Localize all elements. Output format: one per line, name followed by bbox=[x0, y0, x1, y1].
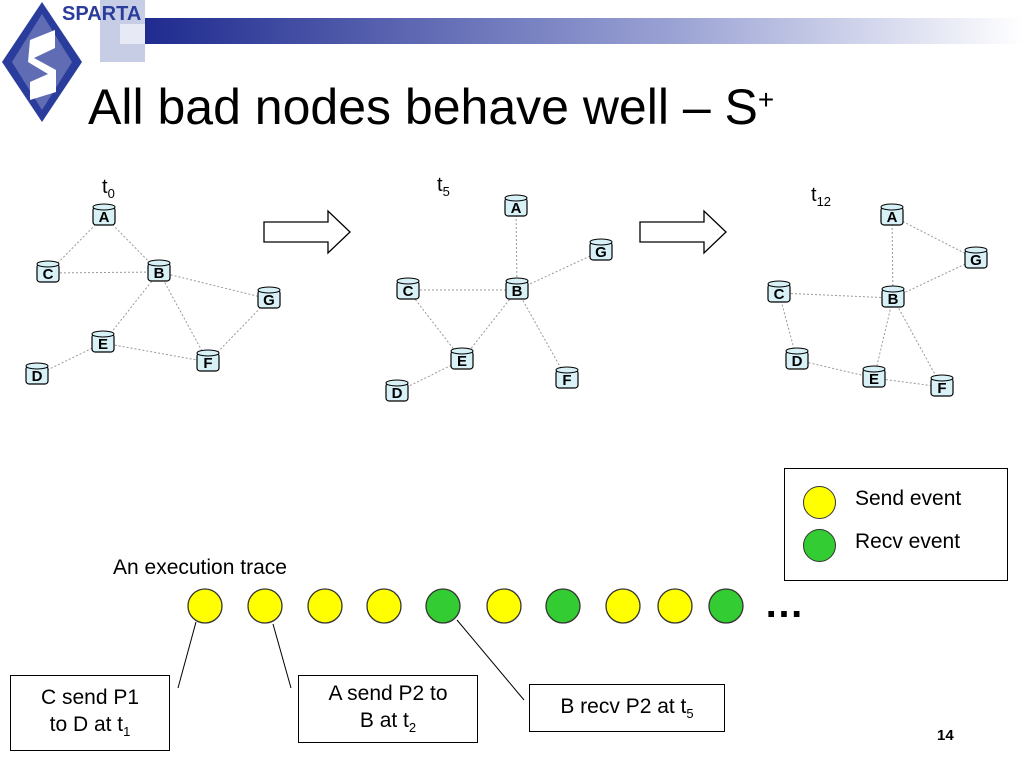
send-event-dot bbox=[486, 588, 522, 624]
graph-edge bbox=[461, 289, 518, 361]
graph-node-b: B bbox=[881, 285, 905, 308]
graph-edge bbox=[873, 297, 894, 379]
graph-edge bbox=[891, 215, 977, 260]
transition-arrow-icon bbox=[639, 209, 727, 255]
graph-node-f: F bbox=[196, 349, 220, 372]
graph-node-label: A bbox=[99, 209, 110, 226]
graph-node-f: F bbox=[555, 366, 579, 389]
graph-node-label: G bbox=[970, 252, 982, 269]
graph-edge bbox=[158, 271, 270, 300]
transition-arrow-icon bbox=[263, 209, 351, 255]
legend-recv-dot-icon bbox=[803, 529, 836, 562]
graph-node-e: E bbox=[450, 347, 474, 370]
recv-event-dot bbox=[708, 588, 744, 624]
graph-node-label: A bbox=[511, 200, 522, 217]
graph-node-label: D bbox=[32, 368, 43, 385]
annotation-a-send-p2: A send P2 to B at t2 bbox=[298, 675, 478, 743]
graph-edge bbox=[796, 359, 875, 379]
graph-edge bbox=[407, 289, 463, 361]
time-label-t0: t0 bbox=[102, 176, 115, 201]
graph-node-a: A bbox=[504, 194, 528, 217]
send-event-dot bbox=[247, 588, 283, 624]
graph-node-label: C bbox=[43, 266, 54, 283]
graph-node-label: E bbox=[869, 371, 879, 388]
graph-edge bbox=[47, 271, 160, 274]
graph-node-label: F bbox=[203, 355, 212, 372]
graph-node-b: B bbox=[505, 277, 529, 300]
graph-node-d: D bbox=[785, 347, 809, 370]
sparta-logo: SPARTA bbox=[2, 2, 141, 122]
send-event-dot bbox=[657, 588, 693, 624]
pointer-line bbox=[272, 623, 292, 689]
graph-edge bbox=[515, 206, 518, 291]
graph-node-g: G bbox=[589, 238, 613, 261]
graph-node-label: F bbox=[937, 380, 946, 397]
trace-label: An execution trace bbox=[113, 556, 287, 579]
legend: Send event Recv event bbox=[784, 468, 1008, 581]
graph-node-label: A bbox=[887, 209, 898, 226]
recv-event-dot bbox=[425, 588, 461, 624]
graph-node-d: D bbox=[25, 362, 49, 385]
graph-node-label: D bbox=[792, 353, 803, 370]
graph-node-label: G bbox=[595, 244, 607, 261]
send-event-dot bbox=[366, 588, 402, 624]
graph-edge bbox=[102, 271, 160, 344]
graph-node-label: C bbox=[403, 283, 414, 300]
graph-node-c: C bbox=[396, 277, 420, 300]
graph-node-label: E bbox=[98, 336, 108, 353]
graph-node-d: D bbox=[385, 379, 409, 402]
graph-node-f: F bbox=[930, 374, 954, 397]
trace-ellipsis: … bbox=[764, 582, 810, 626]
graph-node-label: C bbox=[774, 286, 785, 303]
graph-edge bbox=[516, 250, 602, 291]
send-event-dot bbox=[605, 588, 641, 624]
graph-node-a: A bbox=[92, 203, 116, 226]
graph-node-label: B bbox=[888, 291, 899, 308]
logo-text: SPARTA bbox=[62, 3, 141, 25]
legend-recv-label: Recv event bbox=[855, 530, 961, 553]
graph-node-label: D bbox=[392, 385, 403, 402]
header-decoration bbox=[100, 0, 1024, 62]
time-label-t12: t12 bbox=[811, 184, 832, 209]
annotation-b-recv-p2: B recv P2 at t5 bbox=[529, 684, 725, 732]
graph-node-g: G bbox=[257, 286, 281, 309]
graph-edge bbox=[102, 342, 209, 363]
graph-node-label: B bbox=[512, 283, 523, 300]
graph-edge bbox=[47, 215, 105, 274]
graph-edge bbox=[778, 292, 894, 299]
graph-node-b: B bbox=[147, 259, 171, 282]
time-label-t5: t5 bbox=[437, 174, 450, 199]
graph-edge bbox=[516, 289, 568, 380]
graph-node-label: F bbox=[562, 372, 571, 389]
graph-node-g: G bbox=[964, 246, 988, 269]
graph-node-label: G bbox=[263, 292, 275, 309]
graph-edge bbox=[892, 258, 977, 299]
graph-node-e: E bbox=[862, 365, 886, 388]
graph-node-label: B bbox=[154, 265, 165, 282]
annotation-c-send-p1: C send P1 to D at t1 bbox=[10, 675, 170, 751]
graph-node-a: A bbox=[880, 203, 904, 226]
graph-edge bbox=[891, 215, 894, 299]
legend-send-dot-icon bbox=[803, 486, 836, 519]
legend-send-label: Send event bbox=[855, 487, 962, 510]
send-event-dot bbox=[307, 588, 343, 624]
graph-node-label: E bbox=[457, 353, 467, 370]
graph-node-e: E bbox=[91, 330, 115, 353]
network-graphs: A C B G E F D A G C B E F D A G C B D E F bbox=[25, 194, 988, 402]
pointer-line bbox=[177, 621, 197, 689]
logo-diamond-icon bbox=[2, 2, 82, 122]
graph-edge bbox=[892, 297, 943, 388]
graph-node-c: C bbox=[36, 260, 60, 283]
page-number: 14 bbox=[937, 727, 954, 744]
graph-edge bbox=[158, 271, 209, 363]
slide-title: All bad nodes behave well – S+ bbox=[88, 79, 775, 135]
graph-node-c: C bbox=[767, 280, 791, 303]
send-event-dot bbox=[187, 588, 223, 624]
recv-event-dot bbox=[545, 588, 581, 624]
